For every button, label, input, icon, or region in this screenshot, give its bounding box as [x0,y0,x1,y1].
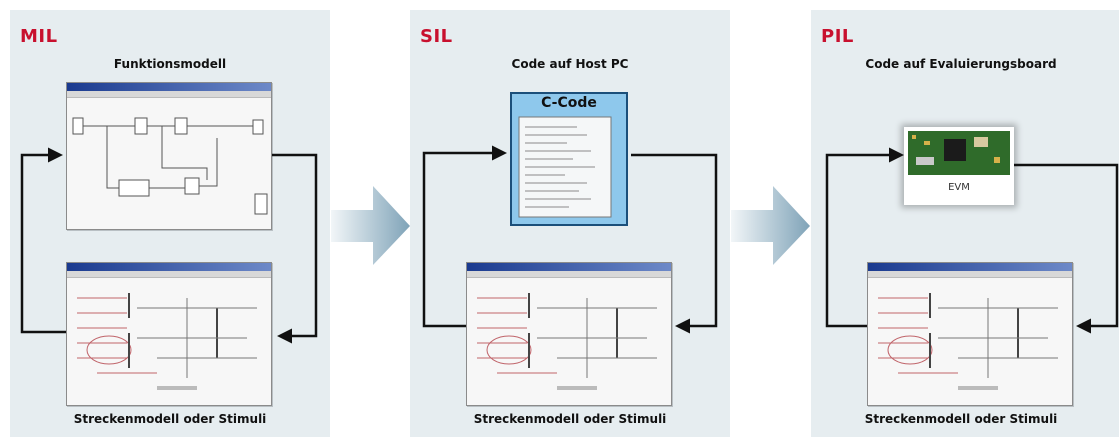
plant-model-diagram [878,293,1058,390]
loop-lines [825,147,1119,334]
circuit-board-icon [908,131,1010,175]
plant-model-window [867,262,1073,406]
flow-arrow-mil-to-sil [331,186,410,265]
function-model-window [66,82,272,230]
plant-model-window [466,262,672,406]
panel-tag: PIL [821,26,854,47]
panel-tag: MIL [20,26,58,47]
loop-lines [20,147,318,344]
panel-title: Code auf Host PC [511,57,629,71]
panel-caption: Streckenmodell oder Stimuli [73,412,267,426]
evaluation-board: EVM [904,127,1014,205]
panel-caption: Streckenmodell oder Stimuli [864,412,1058,426]
c-code-label: C-Code [541,95,597,111]
panel-title: Code auf Evaluierungsboard [865,57,1057,71]
loop-lines [422,145,718,334]
plant-model-diagram [77,293,257,390]
simulink-block-diagram [72,117,268,215]
plant-model-window [66,262,272,406]
flow-arrow-sil-to-pil [731,186,810,265]
panel-caption: Streckenmodell oder Stimuli [473,412,667,426]
panel-tag: SIL [420,26,453,47]
c-code-document: C-Code [507,89,631,229]
pil-panel: PIL Code auf Evaluierungsboard EVM [811,10,1119,437]
mil-panel: MIL Funktionsmodell [10,10,330,437]
evm-label: EVM [948,182,970,193]
panel-title: Funktionsmodell [113,57,227,71]
plant-model-diagram [477,293,657,390]
sil-panel: SIL Code auf Host PC C-Code [410,10,730,437]
